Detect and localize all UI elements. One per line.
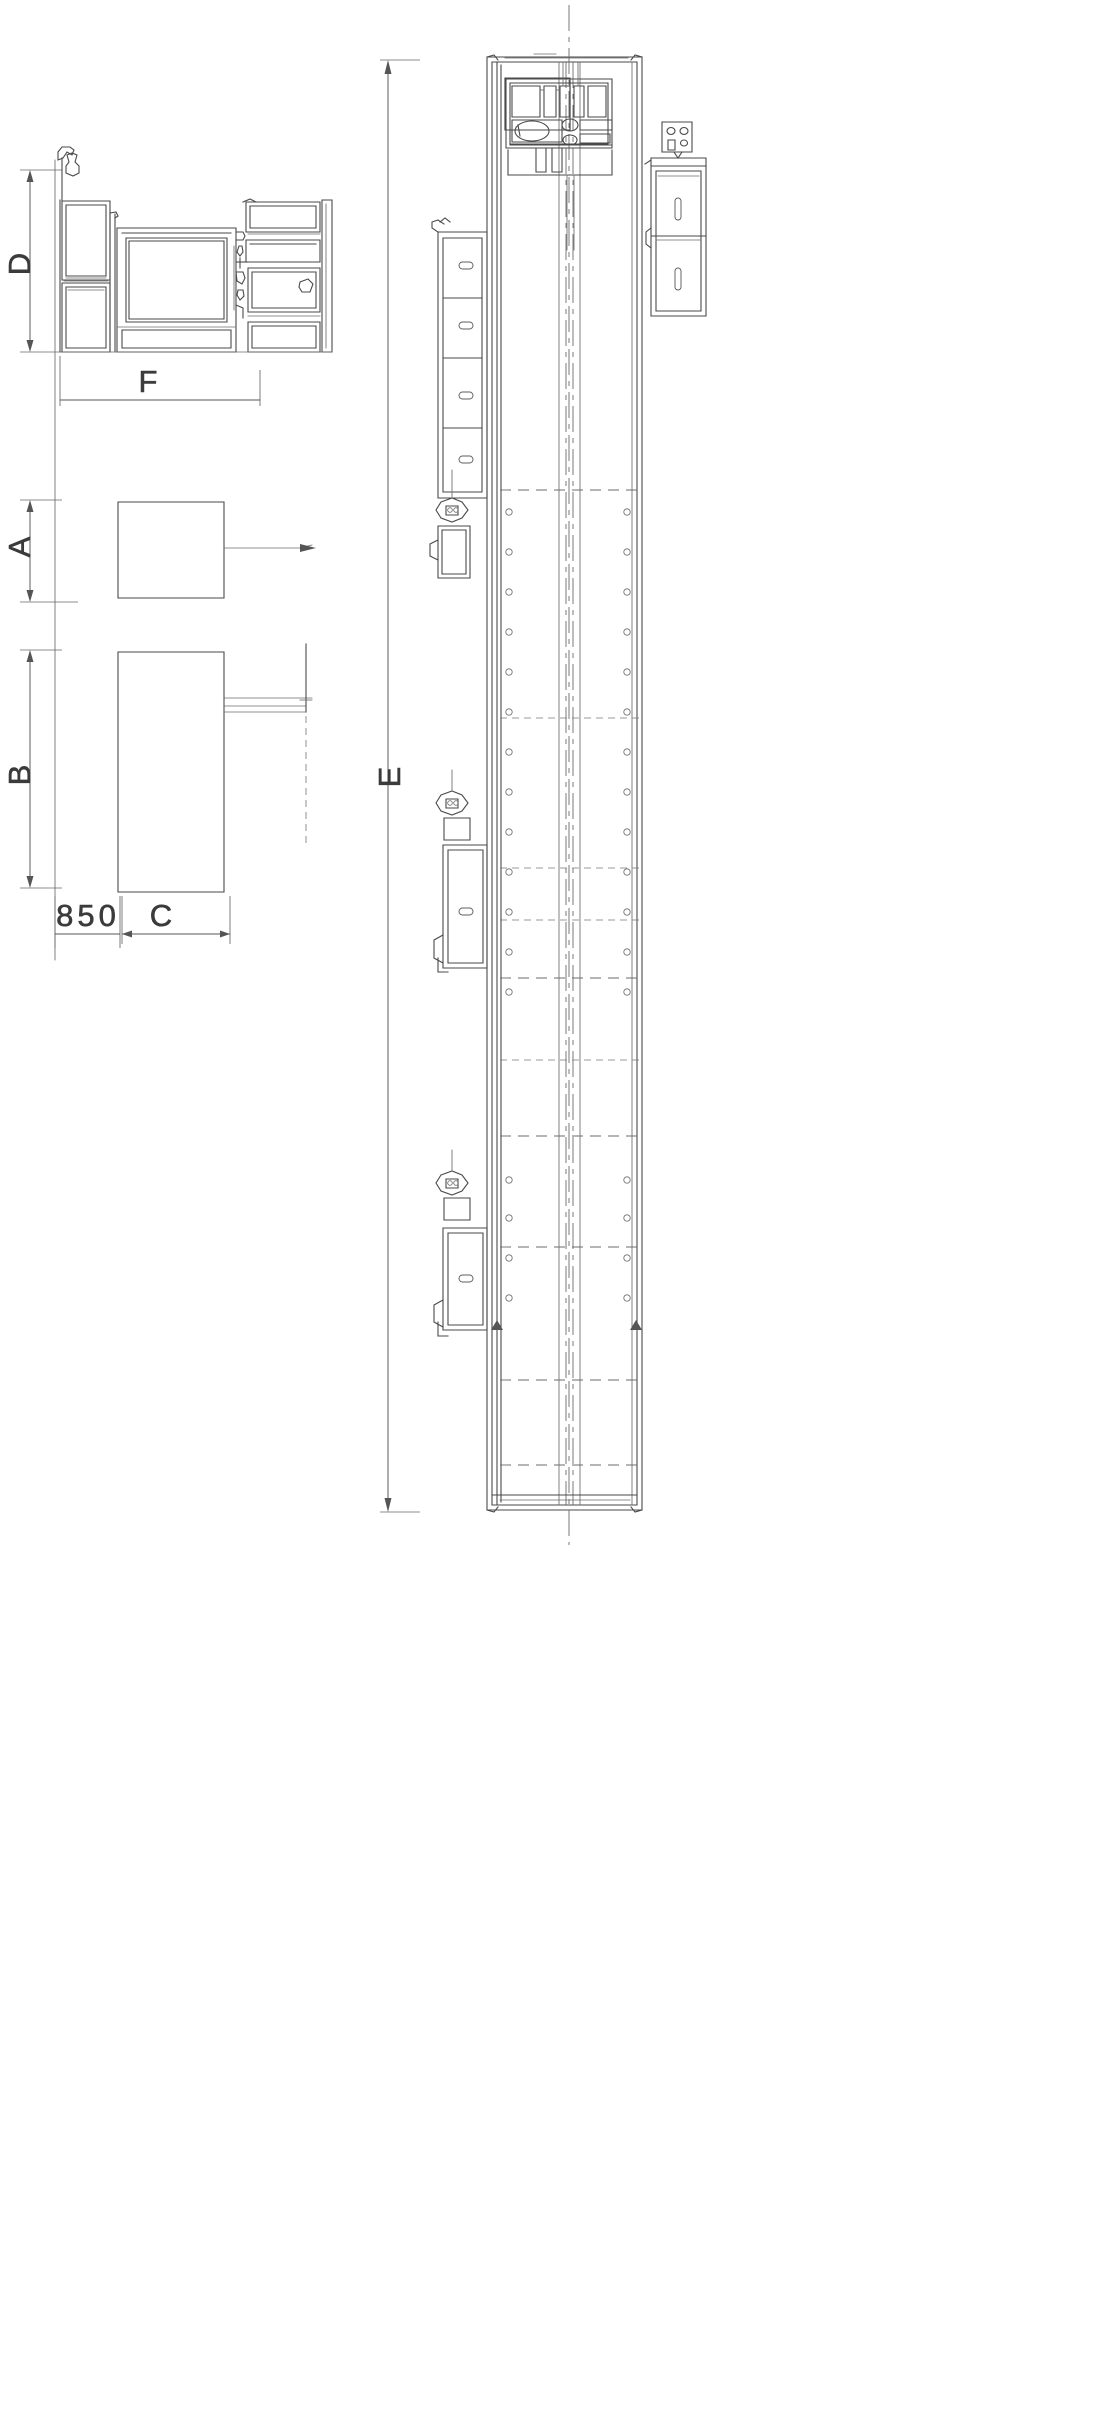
plan-rect-upper (117, 501, 316, 599)
top-detail-module (504, 61, 613, 251)
right-chamber-group (242, 198, 333, 353)
main-chamber (116, 227, 237, 353)
dimension-label-e: E (372, 763, 407, 788)
frame-dashed-divisions (500, 489, 640, 1466)
dimension-label-a: A (2, 533, 37, 558)
dimension-b: B (2, 649, 62, 889)
carriage-lower (433, 1149, 642, 1337)
dimension-a: A (2, 499, 78, 603)
plan-outline-view (117, 501, 316, 893)
dimension-label-f: F (139, 364, 162, 399)
dimension-d: D (2, 169, 62, 353)
dimension-label-850: 850 (56, 898, 120, 933)
right-side-bracket (644, 121, 707, 317)
perforation-holes-right (623, 508, 631, 1302)
perforation-holes-left (505, 508, 513, 1302)
dimension-c: C (121, 896, 231, 944)
carriage-mid (433, 769, 488, 973)
left-chamber-stack (59, 199, 111, 353)
dimension-label-b: B (2, 761, 37, 786)
dimension-850: 850 (54, 896, 121, 948)
mullion-web (109, 211, 119, 353)
carriage-upper (429, 217, 488, 579)
dimension-label-c: C (150, 898, 176, 933)
seal-spine (233, 231, 249, 319)
right-elevation (486, 5, 643, 1545)
plan-rect-lower (117, 643, 313, 893)
section-detail-view (57, 146, 333, 353)
top-clip-fragment (57, 146, 80, 201)
dimension-label-d: D (2, 249, 37, 275)
dimension-e: E (372, 59, 420, 1513)
dimension-f: F (59, 356, 261, 406)
